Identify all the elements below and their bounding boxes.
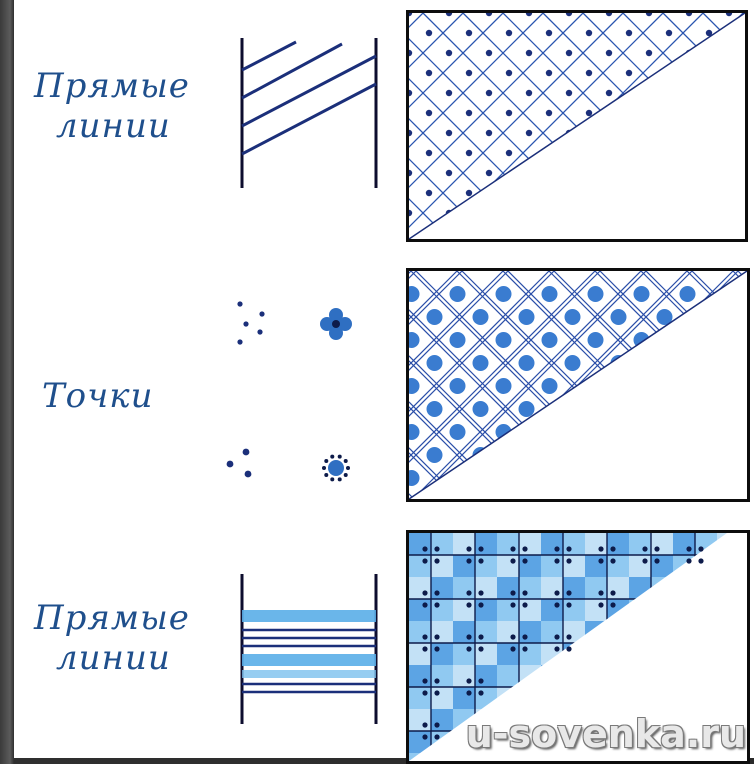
section1-label-line1: Прямые xyxy=(34,66,190,106)
section3-label-line2: линии xyxy=(34,638,190,678)
pattern-sheet: Прямые линии xyxy=(14,0,754,758)
section3-label-line1: Прямые xyxy=(34,598,190,638)
section1-label: Прямые линии xyxy=(34,66,190,146)
section2-motif-scattered-dots xyxy=(232,296,272,346)
section2-label: Точки xyxy=(42,376,154,416)
section1-label-line2: линии xyxy=(34,106,190,146)
section1-lattice-panel xyxy=(406,10,748,242)
section2-motif-flower-dots xyxy=(314,304,358,344)
site-watermark: u-sovenka.ru xyxy=(466,712,746,756)
section3-label: Прямые линии xyxy=(34,598,190,678)
section3-motif-horizontal-bands xyxy=(238,574,384,726)
section1-motif-diagonal-lines xyxy=(238,38,384,190)
section2-label-line1: Точки xyxy=(42,376,154,416)
section2-motif-ring-dots xyxy=(316,448,356,488)
section2-grid-panel xyxy=(406,268,750,502)
section2-motif-triple-dots xyxy=(222,446,266,482)
